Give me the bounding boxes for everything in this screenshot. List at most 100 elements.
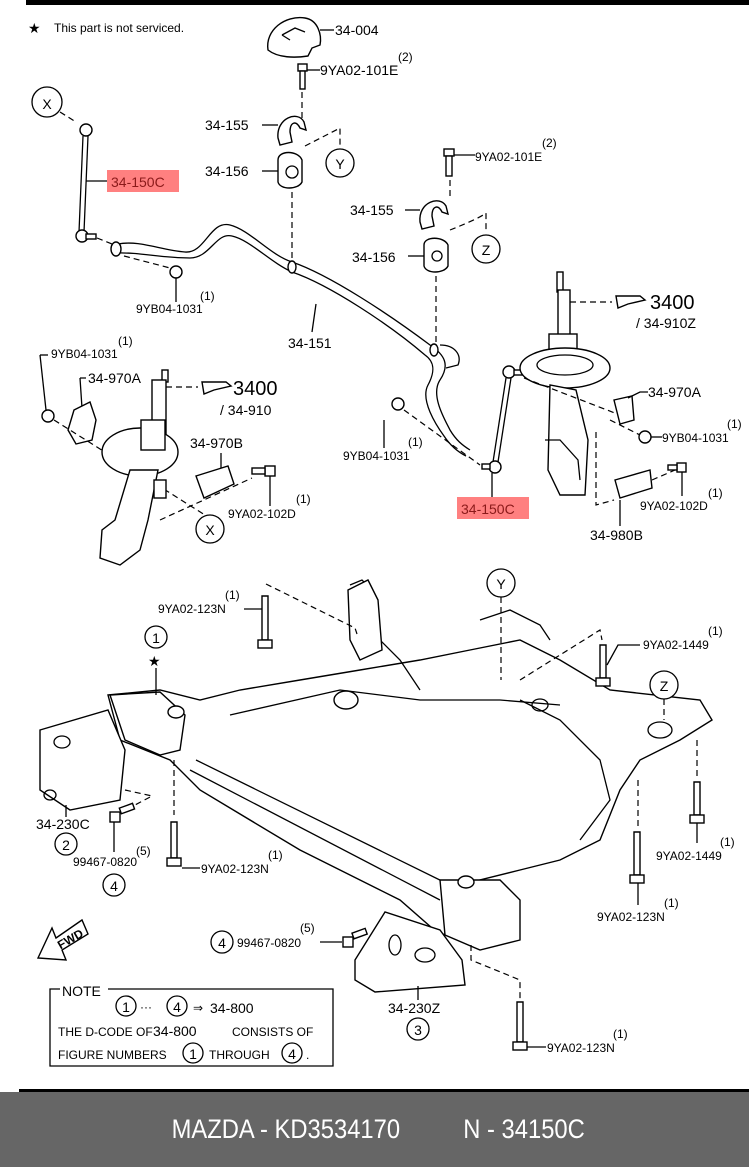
callout-z-top <box>471 234 501 264</box>
label-9ya02-102d-left: 9YA02-102D <box>228 507 296 521</box>
label-34-155-left: 34-155 <box>205 117 249 133</box>
note-range-result: 34-800 <box>210 1000 254 1016</box>
bracket-970a-right <box>613 395 635 425</box>
label-34-970a-left: 34-970A <box>88 370 142 386</box>
qty-9yb04-1031-bar-left: (1) <box>200 289 215 303</box>
callout-2 <box>54 832 78 856</box>
qty-9yb04-1031-strut-right: (1) <box>727 417 742 431</box>
label-9ya02-1449-top: 9YA02-1449 <box>643 638 709 652</box>
qty-9ya02-123n-right: (1) <box>664 896 679 910</box>
crossmember <box>107 579 713 951</box>
qty-9ya02-101e-right: (2) <box>542 136 557 150</box>
svg-text:3: 3 <box>414 1022 422 1038</box>
bolt-123n-top <box>257 595 273 649</box>
qty-99467-0820-left: (5) <box>136 844 151 858</box>
note-title: NOTE <box>62 983 101 999</box>
strut-left <box>99 369 179 566</box>
bushing-right <box>423 237 449 273</box>
svg-text:.: . <box>306 1048 309 1062</box>
svg-text:Y: Y <box>335 156 345 172</box>
nut-left-strut <box>41 409 55 423</box>
bolt-123n-bottom <box>512 1001 528 1051</box>
svg-text:1: 1 <box>152 630 160 646</box>
svg-text:4: 4 <box>173 999 181 1015</box>
bolt-123n-mid <box>166 821 182 867</box>
highlight-34-150c-right <box>457 497 529 519</box>
nut-right-bar <box>391 397 405 411</box>
bolt-0820-left <box>109 802 136 823</box>
label-9ya02-101e-right: 9YA02-101E <box>475 150 542 164</box>
label-9yb04-1031-bar-left: 9YB04-1031 <box>136 302 203 316</box>
bracket-970b <box>195 465 235 499</box>
qty-99467-0820-center: (5) <box>300 921 315 935</box>
callout-y-top <box>325 148 355 178</box>
callout-4-center <box>210 930 234 954</box>
label-34-155-right: 34-155 <box>350 202 394 218</box>
bolt-1449-top <box>595 644 611 687</box>
qty-9ya02-123n-top: (1) <box>225 588 240 602</box>
qty-9yb04-1031-bar-right: (1) <box>408 435 423 449</box>
svg-text:1: 1 <box>122 999 130 1015</box>
bracket-230z <box>354 911 466 993</box>
label-34-230c: 34-230C <box>36 816 90 832</box>
label-34-156-right: 34-156 <box>352 249 396 265</box>
bushing-left <box>277 151 303 189</box>
label-99467-0820-center: 99467-0820 <box>237 936 301 950</box>
stabilizer-link-left <box>75 123 97 243</box>
note-line3-b: THROUGH <box>209 1048 270 1062</box>
qty-9yb04-1031-strut-left: (1) <box>118 334 133 348</box>
label-9ya02-102d-right: 9YA02-102D <box>640 499 708 513</box>
label-9ya02-123n-right: 9YA02-123N <box>597 910 665 924</box>
label-9ya02-101e-top: 9YA02-101E <box>320 62 398 78</box>
svg-text:4: 4 <box>218 935 226 951</box>
label-34-004: 34-004 <box>335 22 379 38</box>
label-34-970b: 34-970B <box>190 435 243 451</box>
bolt-102d-left <box>251 465 276 477</box>
label-34-156-left: 34-156 <box>205 163 249 179</box>
legend-text: This part is not serviced. <box>54 21 184 35</box>
qty-9ya02-102d-right: (1) <box>708 486 723 500</box>
callout-x-top <box>31 86 63 118</box>
svg-text:X: X <box>42 96 52 112</box>
qty-9ya02-1449-top: (1) <box>708 624 723 638</box>
qty-9ya02-102d-left: (1) <box>296 492 311 506</box>
stabilizer-link-right <box>481 365 525 474</box>
note-line2-b: CONSISTS OF <box>232 1025 313 1039</box>
label-9yb04-1031-strut-left: 9YB04-1031 <box>51 347 118 361</box>
callout-3 <box>406 1017 430 1041</box>
label-34-150c-right: 34-150C <box>461 501 515 517</box>
strut-right <box>519 271 611 496</box>
label-9ya02-123n-bottom: 9YA02-123N <box>547 1041 615 1055</box>
label-34-980b: 34-980B <box>590 527 643 543</box>
note-dots: ··· <box>140 1000 152 1014</box>
clamp-right <box>419 200 449 230</box>
svg-text:Z: Z <box>660 678 669 694</box>
hand-pointer-icon-left <box>201 381 233 395</box>
svg-text:X: X <box>205 522 215 538</box>
bolt-101e-right <box>443 148 455 177</box>
label-9yb04-1031-bar-right: 9YB04-1031 <box>343 449 410 463</box>
svg-text:2: 2 <box>62 837 70 853</box>
label-34-150c-left: 34-150C <box>111 174 165 190</box>
footer-ref: N - 34150C <box>463 1114 586 1144</box>
not-serviced-star-icon: ★ <box>148 653 161 669</box>
label-9ya02-123n-top: 9YA02-123N <box>158 602 226 616</box>
fwd-arrow-icon: FWD <box>36 918 89 961</box>
qty-9ya02-123n-bottom: (1) <box>613 1027 628 1041</box>
bracket-980b <box>614 469 653 499</box>
label-34-151: 34-151 <box>288 335 332 351</box>
label-34-230z: 34-230Z <box>388 1000 441 1016</box>
note-line3-a: FIGURE NUMBERS <box>58 1048 167 1062</box>
note-arrow: ⇒ <box>193 1001 203 1015</box>
qty-9ya02-1449-right: (1) <box>720 835 735 849</box>
stabilizer-bar <box>110 224 471 457</box>
callout-1 <box>144 625 168 649</box>
svg-text:4: 4 <box>288 1046 296 1062</box>
note-line2-a: THE D-CODE OF <box>58 1025 153 1039</box>
bolt-102d-right <box>667 462 687 473</box>
label-34-910z: / 34-910Z <box>636 315 696 331</box>
svg-text:Z: Z <box>482 242 491 258</box>
bottom-border <box>19 1089 749 1092</box>
star-icon: ★ <box>28 20 41 36</box>
callout-x-bottom <box>195 514 225 544</box>
